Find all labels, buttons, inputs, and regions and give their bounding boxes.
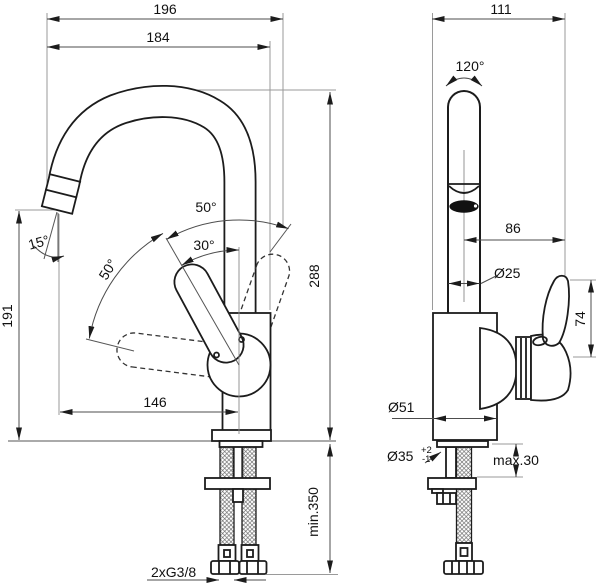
arc-15deg	[33, 245, 65, 263]
hose-end-right-hole	[246, 549, 254, 558]
dim-111-label: 111	[490, 1, 511, 17]
dim-max30-label: max.30	[493, 452, 539, 468]
angle-50-right-label: 50°	[195, 199, 216, 215]
nut-facets	[218, 561, 259, 574]
mounting-bracket-front	[204, 477, 271, 490]
arc-50deg-left	[88, 232, 164, 339]
d51-arrow-right	[484, 415, 496, 422]
dia-35-tol-plus: +2	[421, 445, 432, 456]
hose-right	[241, 445, 257, 546]
d51-arrow-left	[434, 415, 446, 422]
side-dimension-lines	[392, 16, 594, 477]
arc-120deg	[445, 75, 483, 87]
connection-nut-side	[443, 560, 484, 575]
dia-25-label: Ø25	[494, 265, 521, 281]
spout-outlet-face	[40, 205, 74, 215]
arc-30deg	[181, 247, 240, 266]
connection-nut-left	[210, 560, 240, 575]
dia-51-label: Ø51	[388, 399, 415, 415]
mounting-bracket-side	[427, 477, 477, 490]
dim-288-label: 288	[306, 264, 322, 288]
dim-191-label: 191	[0, 304, 15, 328]
front-dimension-lines	[16, 16, 333, 583]
side-extension-lines	[432, 13, 596, 478]
cartridge-housing	[479, 326, 518, 411]
angle-arcs	[33, 219, 289, 339]
dim-min350-label: min.350	[305, 487, 321, 537]
lever-handle-side	[541, 274, 570, 347]
bracket-clamp-front	[232, 488, 244, 503]
dim-86-label: 86	[505, 220, 521, 236]
dim-146-label: 146	[143, 394, 167, 410]
outlet-highlight	[473, 204, 478, 208]
hose-end-side-hole	[459, 547, 469, 557]
dia-35-tol-minus: -1	[422, 454, 430, 465]
dia-35-label: Ø35	[387, 448, 414, 464]
base-flange-front	[211, 429, 272, 442]
lever-button	[532, 335, 548, 347]
dim-74-label: 74	[572, 311, 588, 327]
front-view: 196 184 50° 30° 50° 15° 191 146 288 min.…	[0, 1, 338, 583]
aerator-outlet-side	[448, 183, 480, 213]
hose-left	[219, 445, 235, 546]
shank-side	[445, 446, 457, 479]
cartridge-rings	[515, 336, 532, 400]
side-nut-facets	[451, 561, 475, 574]
dim-196-label: 196	[153, 1, 177, 17]
gooseneck-spout	[40, 84, 257, 316]
clamp-nut-facets	[442, 493, 451, 504]
angle-30-label: 30°	[193, 237, 214, 253]
clamp-nut-side	[436, 492, 457, 505]
connection-nut-right	[238, 560, 268, 575]
angle-axis-lines	[43, 211, 292, 366]
angle-50-left-label: 50°	[95, 256, 120, 282]
under-counter-front	[204, 445, 271, 575]
hose-side	[455, 446, 473, 544]
leader-d25	[480, 275, 497, 284]
angle-15-label: 15°	[26, 232, 51, 253]
cartridge-ring-lines	[520, 338, 527, 398]
under-counter-side	[427, 446, 484, 575]
aerator-band	[44, 173, 82, 199]
side-view: 111 120° 86 Ø25 74 Ø51 Ø35 +2 -1 max.30	[387, 1, 596, 575]
dim-184-label: 184	[146, 29, 170, 45]
base-step-front	[218, 440, 264, 448]
arc-50deg-right	[166, 219, 289, 240]
base-step-side	[436, 440, 489, 448]
angle-120-label: 120°	[456, 58, 485, 74]
leader-d35	[424, 451, 442, 464]
outlet-opening	[449, 200, 479, 213]
hose-end-left-hole	[223, 549, 231, 558]
thread-g38-label: 2xG3/8	[151, 564, 196, 580]
pivot-dot-lever	[213, 351, 220, 359]
